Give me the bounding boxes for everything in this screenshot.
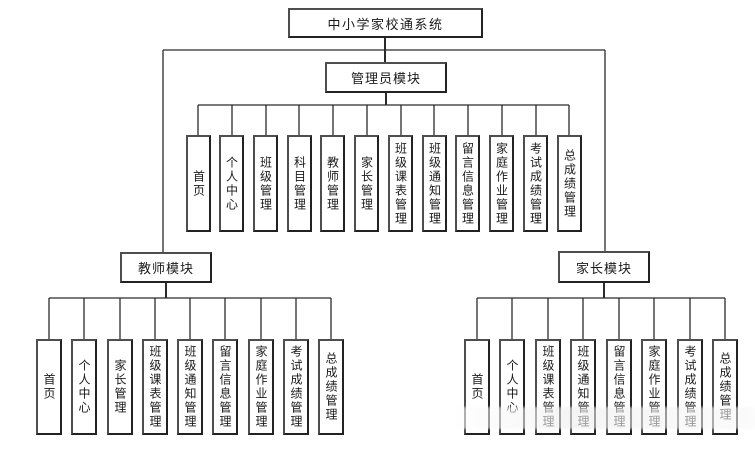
leaf-label: 班级通知管理 [576,345,590,429]
tree-node-root: 中小学家校通系统 [288,8,483,38]
tree-leaf: 班级课表管理 [388,135,413,232]
leaf-label: 科目管理 [292,155,307,212]
leaf-label: 家长管理 [113,359,127,415]
leaf-label: 考试成绩管理 [683,345,697,429]
tree-leaf: 班级管理 [253,135,278,232]
tree-leaf: 班级课表管理 [535,339,561,435]
tree-node-admin-module: 管理员模块 [325,62,447,93]
tree-leaf: 班级课表管理 [142,339,168,435]
leaf-label: 班级通知管理 [427,141,442,226]
leaf-label: 个人中心 [505,359,519,415]
tree-leaf: 总成绩管理 [557,135,582,232]
tree-leaf: 班级通知管理 [177,339,203,435]
leaf-label: 考试成绩管理 [528,141,543,226]
tree-node-parent-module: 家长模块 [558,251,650,283]
tree-leaf: 个人中心 [71,339,97,435]
tree-leaf: 留言信息管理 [455,135,480,232]
leaf-label: 留言信息管理 [460,141,475,226]
tree-leaf: 班级通知管理 [422,135,447,232]
tree-leaf: 考试成绩管理 [283,339,309,435]
leaf-label: 首页 [470,373,484,401]
leaf-label: 班级管理 [258,155,273,212]
admin-module-label: 管理员模块 [350,72,421,87]
root-label: 中小学家校通系统 [327,17,444,33]
leaf-label: 家庭作业管理 [494,141,509,226]
tree-leaf: 首页 [36,339,62,435]
tree-leaf: 家长管理 [354,135,379,232]
tree-leaf: 家长管理 [107,339,133,435]
tree-leaf: 首页 [186,135,211,232]
parent-module-label: 家长模块 [575,261,632,277]
leaf-label: 个人中心 [224,155,239,212]
leaf-label: 班级课表管理 [541,345,555,429]
teacher-module-label: 教师模块 [137,262,194,277]
leaf-label: 留言信息管理 [218,345,232,429]
tree-leaf: 教师管理 [320,135,345,232]
tree-leaf: 家庭作业管理 [641,339,667,435]
tree-leaf: 个人中心 [499,339,525,435]
leaf-label: 家长管理 [359,155,374,212]
leaf-label: 班级通知管理 [183,345,197,429]
leaf-label: 首页 [42,373,56,401]
leaf-label: 总成绩管理 [718,352,732,422]
leaf-label: 班级课表管理 [393,141,408,226]
tree-leaf: 总成绩管理 [318,339,344,435]
leaf-label: 考试成绩管理 [289,345,303,429]
tree-leaf: 个人中心 [219,135,244,232]
leaf-label: 教师管理 [325,155,340,212]
tree-node-teacher-module: 教师模块 [120,252,212,283]
tree-leaf: 家庭作业管理 [248,339,274,435]
leaf-label: 总成绩管理 [562,148,577,219]
tree-leaf: 科目管理 [287,135,312,232]
leaf-label: 总成绩管理 [324,352,338,422]
leaf-label: 留言信息管理 [612,345,626,429]
tree-leaf: 家庭作业管理 [489,135,514,232]
tree-leaf: 总成绩管理 [712,339,738,435]
leaf-label: 班级课表管理 [148,345,162,429]
tree-leaf: 班级通知管理 [570,339,596,435]
tree-leaf: 留言信息管理 [606,339,632,435]
tree-leaf: 考试成绩管理 [677,339,703,435]
tree-leaf: 首页 [464,339,490,435]
leaf-label: 家庭作业管理 [254,345,268,429]
leaf-label: 家庭作业管理 [647,345,661,429]
leaf-label: 个人中心 [77,359,91,415]
tree-leaf: 考试成绩管理 [523,135,548,232]
leaf-label: 首页 [191,169,206,198]
tree-leaf: 留言信息管理 [212,339,238,435]
